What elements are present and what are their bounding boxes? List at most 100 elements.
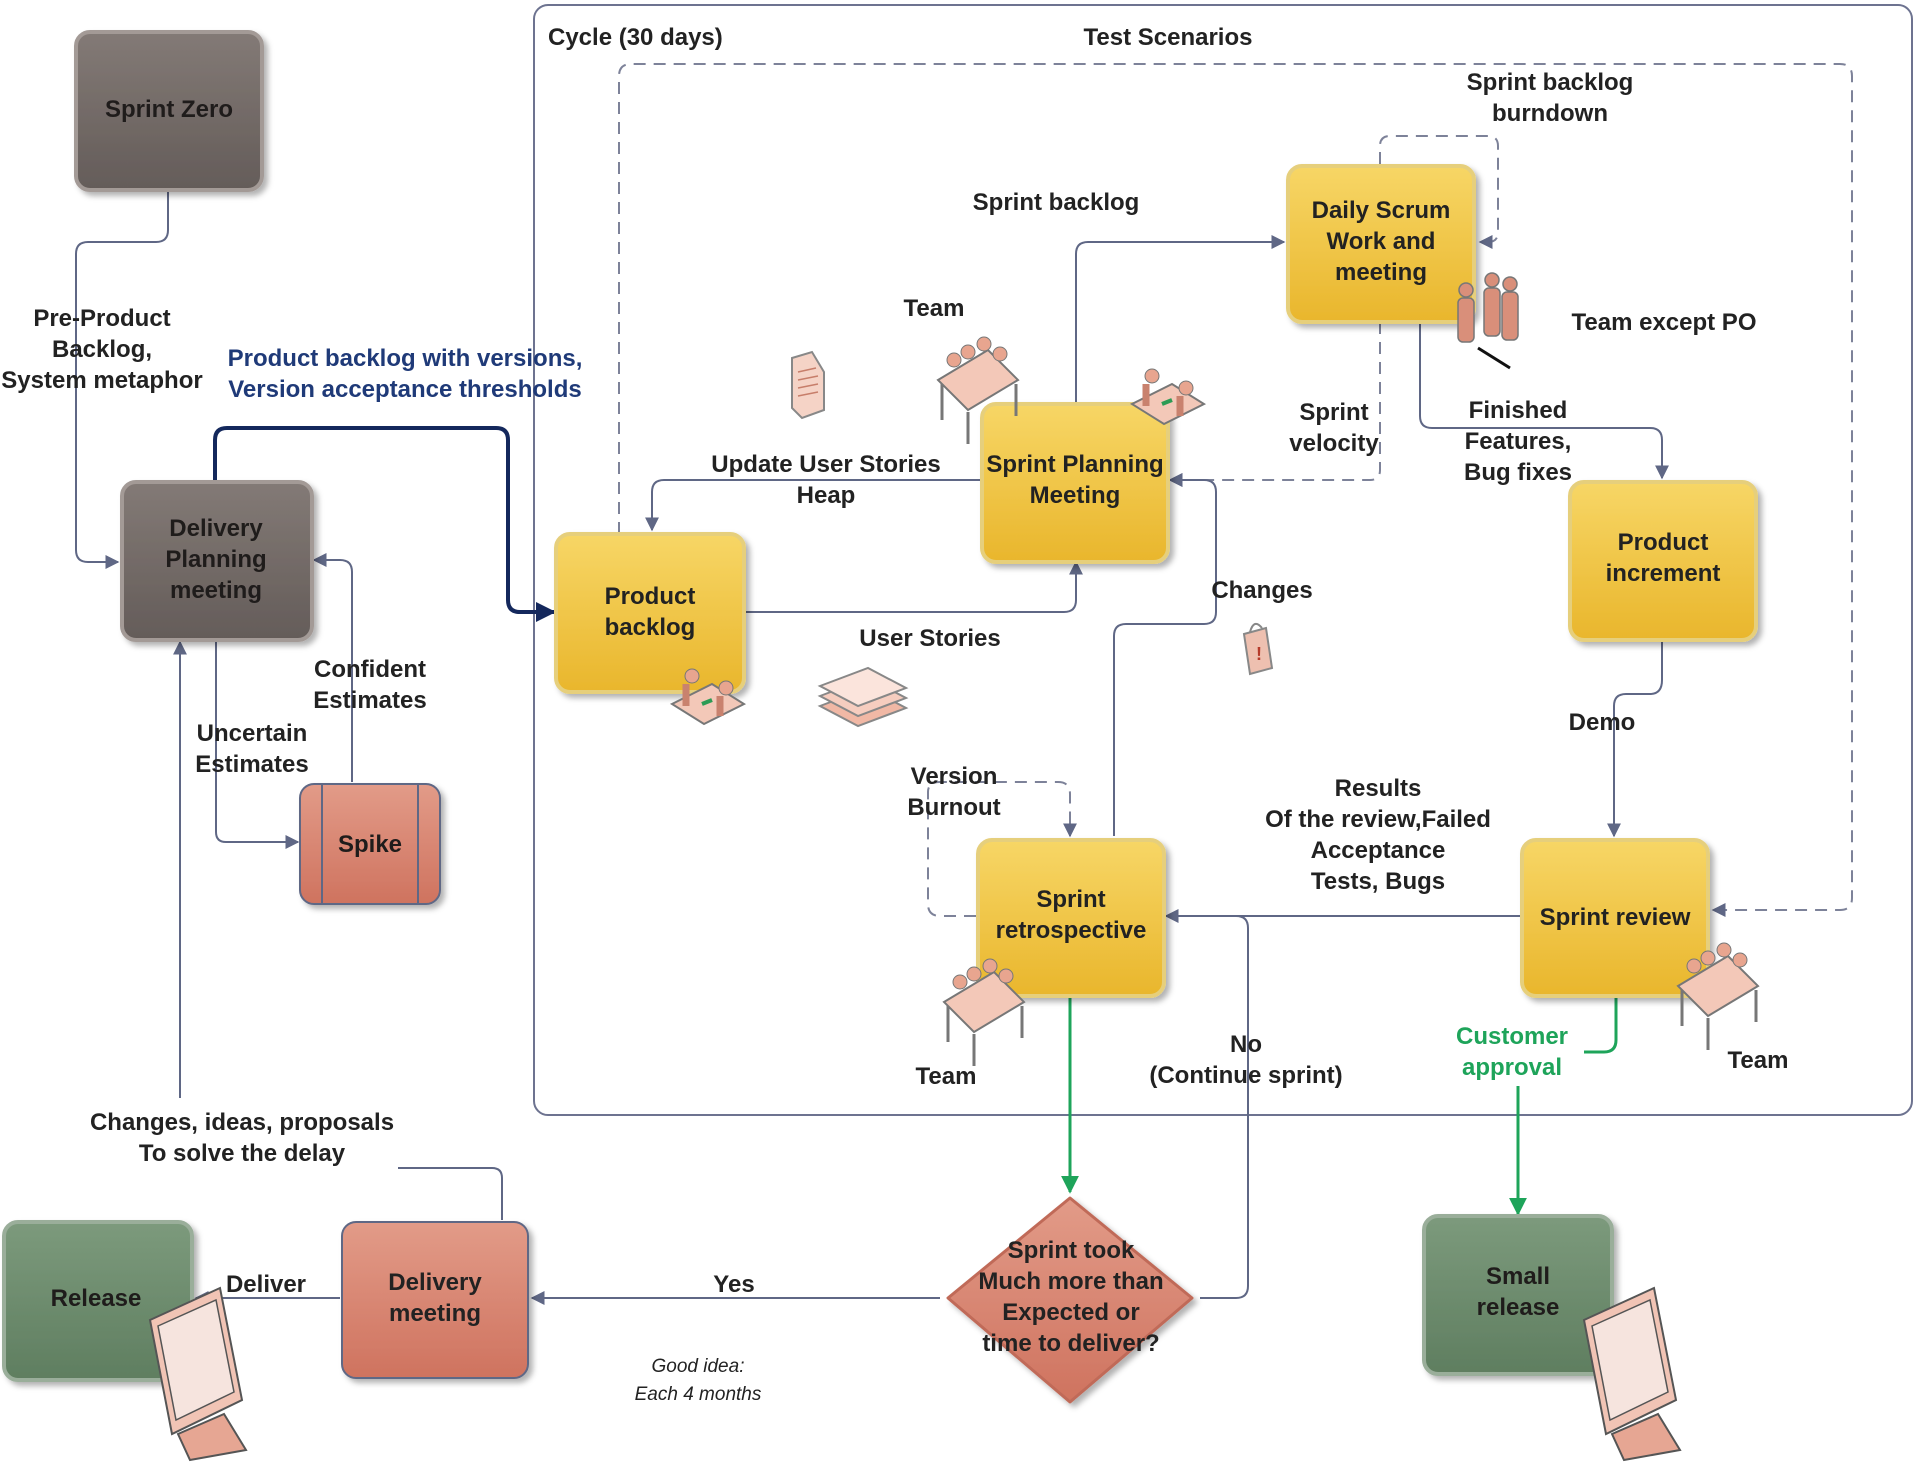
- no-continue-line-1: No: [1230, 1031, 1262, 1058]
- small-release-line-1: Small: [1486, 1263, 1550, 1290]
- edge-product-backlog-to-sprint-planning: [746, 560, 1083, 613]
- results-line-4: Tests, Bugs: [1311, 868, 1445, 895]
- edge-daily-scrum-burndown-loop: [1379, 135, 1499, 249]
- pre-product-line-3: System metaphor: [1, 367, 202, 394]
- edge-version-burnout-loop: [927, 781, 1077, 917]
- customer-approval-line-1: Customer: [1456, 1023, 1568, 1050]
- sprint-retrospective-line-1: Sprint: [1036, 886, 1105, 913]
- test-scenarios-loop: [618, 63, 1853, 917]
- deliver-label: Deliver: [226, 1271, 306, 1298]
- sprint-zero-label: Sprint Zero: [105, 96, 233, 123]
- daily-scrum-line-1: Daily Scrum: [1312, 197, 1451, 224]
- confident-line-1: Confident: [314, 656, 426, 683]
- yes-label: Yes: [713, 1271, 754, 1298]
- version-burnout-line-2: Burnout: [907, 794, 1000, 821]
- edge-daily-scrum-to-product-increment: [1419, 322, 1669, 480]
- node-sprint-review: Sprint review: [1520, 838, 1710, 998]
- daily-scrum-line-3: meeting: [1335, 259, 1427, 286]
- edge-daily-scrum-velocity: [1168, 322, 1381, 487]
- sprint-backlog-label: Sprint backlog: [973, 189, 1140, 216]
- delivery-planning-line-1: Delivery: [169, 515, 263, 542]
- burndown-line-1: Sprint backlog: [1467, 69, 1634, 96]
- product-backlog-versions-line-1: Product backlog with versions,: [228, 345, 583, 372]
- changes-bag-icon: !: [1242, 622, 1274, 676]
- daily-scrum-line-2: Work and: [1327, 228, 1436, 255]
- burndown-line-2: burndown: [1492, 100, 1608, 127]
- node-sprint-zero: Sprint Zero: [74, 30, 264, 192]
- decision-line-3: Expected or: [1002, 1299, 1139, 1326]
- uncertain-line-1: Uncertain: [197, 720, 308, 747]
- update-user-stories-line-2: Heap: [797, 482, 856, 509]
- team-except-po-label: Team except PO: [1572, 309, 1757, 336]
- edge-retrospective-to-sprint-planning: [1113, 473, 1217, 836]
- small-release-line-2: release: [1477, 1294, 1560, 1321]
- product-increment-line-2: increment: [1606, 560, 1721, 587]
- test-scenarios-label: Test Scenarios: [1084, 24, 1253, 51]
- sprint-planning-line-1: Sprint Planning: [986, 451, 1163, 478]
- node-sprint-retrospective: Sprint retrospective: [976, 838, 1166, 998]
- team-retro-label: Team: [916, 1063, 977, 1090]
- edge-decision-no: [1166, 915, 1249, 1299]
- confident-line-2: Estimates: [313, 687, 426, 714]
- decision-line-1: Sprint took: [1008, 1237, 1135, 1264]
- team-meeting-icon: [1676, 942, 1760, 1050]
- node-release: Release: [2, 1220, 194, 1382]
- release-label: Release: [51, 1285, 142, 1312]
- monitor-icon: [148, 1286, 248, 1462]
- spike-label: Spike: [338, 831, 402, 858]
- node-delivery-meeting: Delivery meeting: [341, 1221, 529, 1379]
- node-decision: Sprint took Much more than Expected or t…: [946, 1196, 1194, 1404]
- cycle-title: Cycle (30 days): [548, 24, 723, 51]
- delivery-planning-line-2: Planning: [165, 546, 266, 573]
- pair-at-desk-icon: [669, 668, 747, 726]
- sprint-velocity-line-2: velocity: [1289, 430, 1379, 457]
- team-review-label: Team: [1728, 1047, 1789, 1074]
- results-line-2: Of the review,Failed: [1265, 806, 1491, 833]
- node-small-release: Small release: [1422, 1214, 1614, 1376]
- product-backlog-line-1: Product: [605, 583, 696, 610]
- decision-line-2: Much more than: [978, 1268, 1163, 1295]
- edge-spike-to-delivery-planning: [312, 553, 353, 782]
- standing-team-icon: [1457, 272, 1519, 370]
- edge-delivery-meeting-to-delivery-planning: [180, 642, 503, 1220]
- changes-label: Changes: [1211, 577, 1312, 604]
- changes-ideas-line-1: Changes, ideas, proposals: [90, 1109, 394, 1136]
- node-spike: Spike: [299, 783, 441, 905]
- delivery-meeting-line-2: meeting: [389, 1300, 481, 1327]
- node-sprint-planning: Sprint Planning Meeting: [980, 402, 1170, 564]
- product-backlog-line-2: backlog: [605, 614, 696, 641]
- monitor-icon: [1582, 1286, 1682, 1462]
- pair-at-desk-icon: [1129, 368, 1207, 426]
- node-daily-scrum: Daily Scrum Work and meeting: [1286, 164, 1476, 324]
- demo-label: Demo: [1569, 709, 1636, 736]
- good-idea-line-2: Each 4 months: [635, 1384, 762, 1405]
- edge-sprint-zero-to-delivery-planning: [75, 192, 169, 569]
- uncertain-line-2: Estimates: [195, 751, 308, 778]
- good-idea-line-1: Good idea:: [652, 1356, 745, 1377]
- edge-delivery-planning-to-product-backlog: [213, 426, 556, 622]
- changes-ideas-line-2: To solve the delay: [139, 1140, 346, 1167]
- sprint-planning-line-2: Meeting: [1030, 482, 1121, 509]
- user-stories-label: User Stories: [859, 625, 1000, 652]
- node-product-backlog: Product backlog: [554, 532, 746, 694]
- results-line-3: Acceptance: [1311, 837, 1446, 864]
- update-user-stories-line-1: Update User Stories: [711, 451, 940, 478]
- sprint-retrospective-line-2: retrospective: [996, 917, 1147, 944]
- pre-product-line-2: Backlog,: [52, 336, 152, 363]
- edge-sprint-planning-to-product-backlog: [645, 479, 980, 532]
- edge-product-increment-to-sprint-review: [1607, 640, 1663, 838]
- pre-product-line-1: Pre-Product: [33, 305, 170, 332]
- team-planning-label: Team: [904, 295, 965, 322]
- node-product-increment: Product increment: [1568, 480, 1758, 642]
- user-stories-stack-icon: [817, 666, 909, 728]
- sprint-velocity-line-1: Sprint: [1299, 399, 1368, 426]
- product-increment-line-1: Product: [1618, 529, 1709, 556]
- team-meeting-icon: [942, 958, 1026, 1066]
- decision-line-4: time to deliver?: [982, 1330, 1159, 1357]
- svg-text:!: !: [1256, 644, 1262, 664]
- finished-line-2: Features,: [1465, 428, 1572, 455]
- version-burnout-line-1: Version: [911, 763, 998, 790]
- team-meeting-icon: [936, 336, 1020, 444]
- node-delivery-planning: Delivery Planning meeting: [120, 480, 314, 642]
